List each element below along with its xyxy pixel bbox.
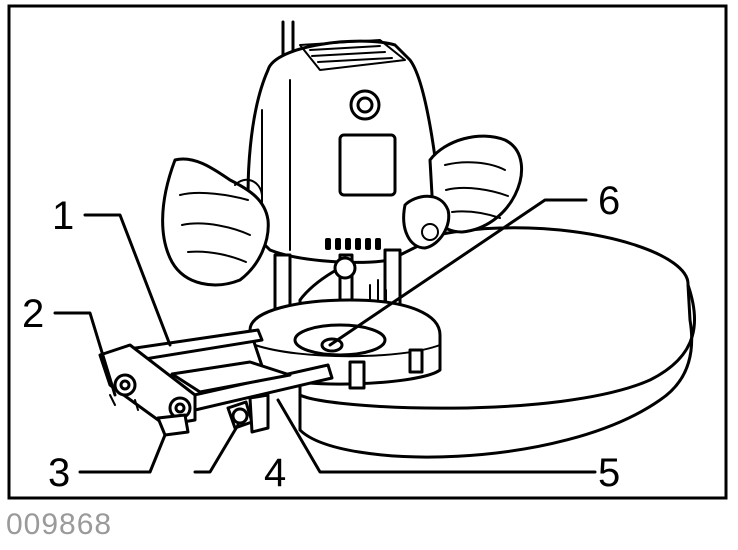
callout-2: 2 [22, 292, 44, 336]
guide-holder [98, 343, 197, 437]
wing-bolt [226, 393, 270, 434]
leader-lines [53, 198, 597, 474]
callout-5: 5 [598, 451, 620, 495]
left-hand [161, 157, 270, 287]
figure-id: 009868 [6, 508, 113, 541]
callout-6: 6 [598, 179, 620, 223]
callout-1: 1 [52, 194, 74, 238]
callout-4: 4 [264, 451, 286, 495]
right-hand [402, 134, 524, 250]
router-body [246, 20, 442, 390]
callout-3: 3 [48, 451, 70, 495]
